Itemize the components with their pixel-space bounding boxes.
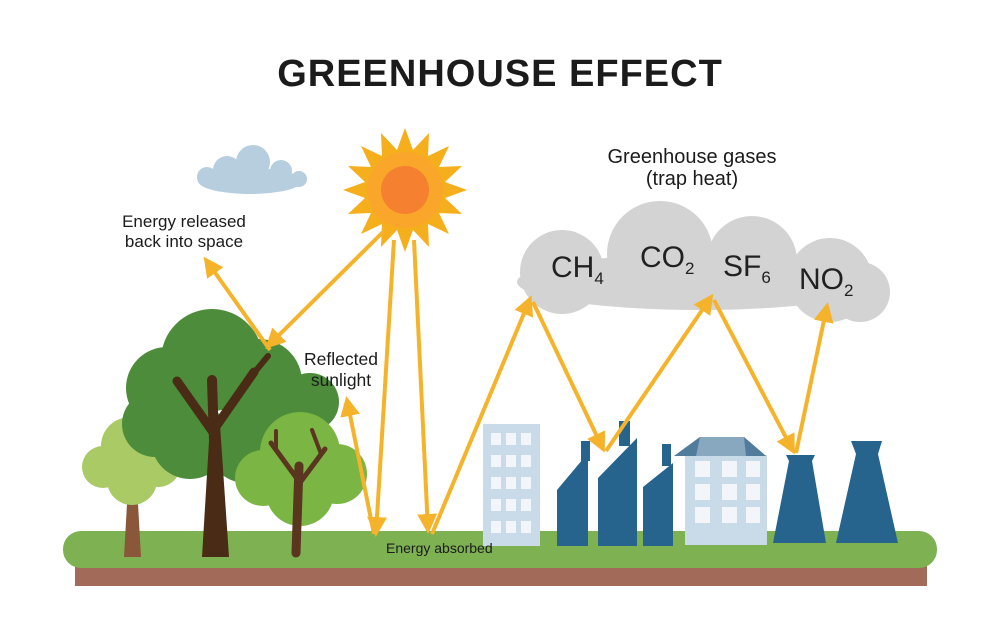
arrow-cloud-to-factory bbox=[531, 301, 606, 453]
gas-label-co2: CO2 bbox=[640, 241, 695, 278]
big-tree-branches bbox=[172, 353, 271, 445]
right-tree bbox=[235, 412, 367, 558]
apartment-windows bbox=[695, 461, 760, 523]
factory bbox=[557, 421, 673, 546]
gas-ch4-subscript: 4 bbox=[594, 269, 604, 288]
gas-co2-subscript: 2 bbox=[685, 259, 695, 278]
arrow-reflected-sunlight bbox=[340, 396, 376, 535]
energy-released-line1: Energy released bbox=[122, 212, 246, 231]
energy-released-label: Energy released back into space bbox=[106, 212, 262, 252]
arrow-sunlight-down-left bbox=[366, 239, 396, 537]
gas-label-sf6: SF6 bbox=[723, 250, 771, 287]
energy-released-line2: back into space bbox=[124, 232, 244, 252]
factory-hall-2 bbox=[598, 438, 637, 546]
gas-sf6-subscript: 6 bbox=[761, 268, 771, 287]
reflected-sunlight-label: Reflected sunlight bbox=[275, 349, 407, 390]
gas-sf6-formula: SF bbox=[723, 250, 762, 283]
cooling-tower-2 bbox=[836, 441, 898, 543]
gas-no2-subscript: 2 bbox=[844, 281, 854, 300]
office-building bbox=[483, 424, 540, 546]
factory-chimney-3 bbox=[662, 444, 671, 466]
sky-cloud bbox=[197, 145, 307, 194]
reflected-line1: Reflected bbox=[304, 349, 378, 369]
factory-chimney-2 bbox=[619, 421, 630, 446]
energy-arrows bbox=[203, 230, 834, 537]
right-tree-trunk bbox=[268, 428, 328, 558]
greenhouse-gases-label: Greenhouse gases (trap heat) bbox=[591, 146, 793, 191]
greenhouse-gases-line2: (trap heat) bbox=[645, 168, 739, 191]
apartment-building bbox=[674, 437, 767, 545]
sun-core bbox=[381, 166, 429, 214]
factory-hall-1 bbox=[557, 453, 588, 546]
arrow-sunlight-down-right bbox=[412, 239, 438, 534]
apartment-roof-left-facet bbox=[674, 437, 700, 456]
arrow-cloud-to-tower bbox=[712, 299, 795, 455]
arrow-sun-to-tree bbox=[265, 230, 385, 349]
arrow-released-to-space bbox=[203, 256, 272, 352]
energy-absorbed-label: Energy absorbed bbox=[386, 540, 493, 556]
arrow-tower-to-cloud bbox=[794, 302, 834, 454]
gas-ch4-formula: CH bbox=[551, 251, 595, 284]
cooling-towers bbox=[773, 441, 898, 543]
trees bbox=[82, 309, 367, 558]
greenhouse-gases-line1: Greenhouse gases bbox=[607, 146, 777, 168]
gas-cloud bbox=[517, 201, 890, 322]
sun bbox=[343, 128, 467, 252]
arrow-factory-to-cloud bbox=[604, 293, 714, 453]
diagram-title: GREENHOUSE EFFECT bbox=[277, 53, 723, 95]
reflected-line2: sunlight bbox=[310, 369, 372, 390]
big-tree-trunk bbox=[202, 425, 229, 557]
office-building-windows bbox=[491, 433, 531, 533]
apartment-roof-right-facet bbox=[744, 437, 766, 456]
gas-no2-formula: NO bbox=[799, 263, 844, 296]
city bbox=[483, 421, 898, 546]
factory-hall-3 bbox=[643, 463, 673, 546]
gas-label-no2: NO2 bbox=[799, 263, 854, 300]
gas-label-ch4: CH4 bbox=[551, 251, 604, 288]
gas-co2-formula: CO bbox=[640, 241, 685, 274]
arrow-ground-to-cloud bbox=[430, 295, 534, 535]
cooling-tower-1 bbox=[773, 455, 826, 543]
factory-chimney-1 bbox=[581, 441, 590, 461]
